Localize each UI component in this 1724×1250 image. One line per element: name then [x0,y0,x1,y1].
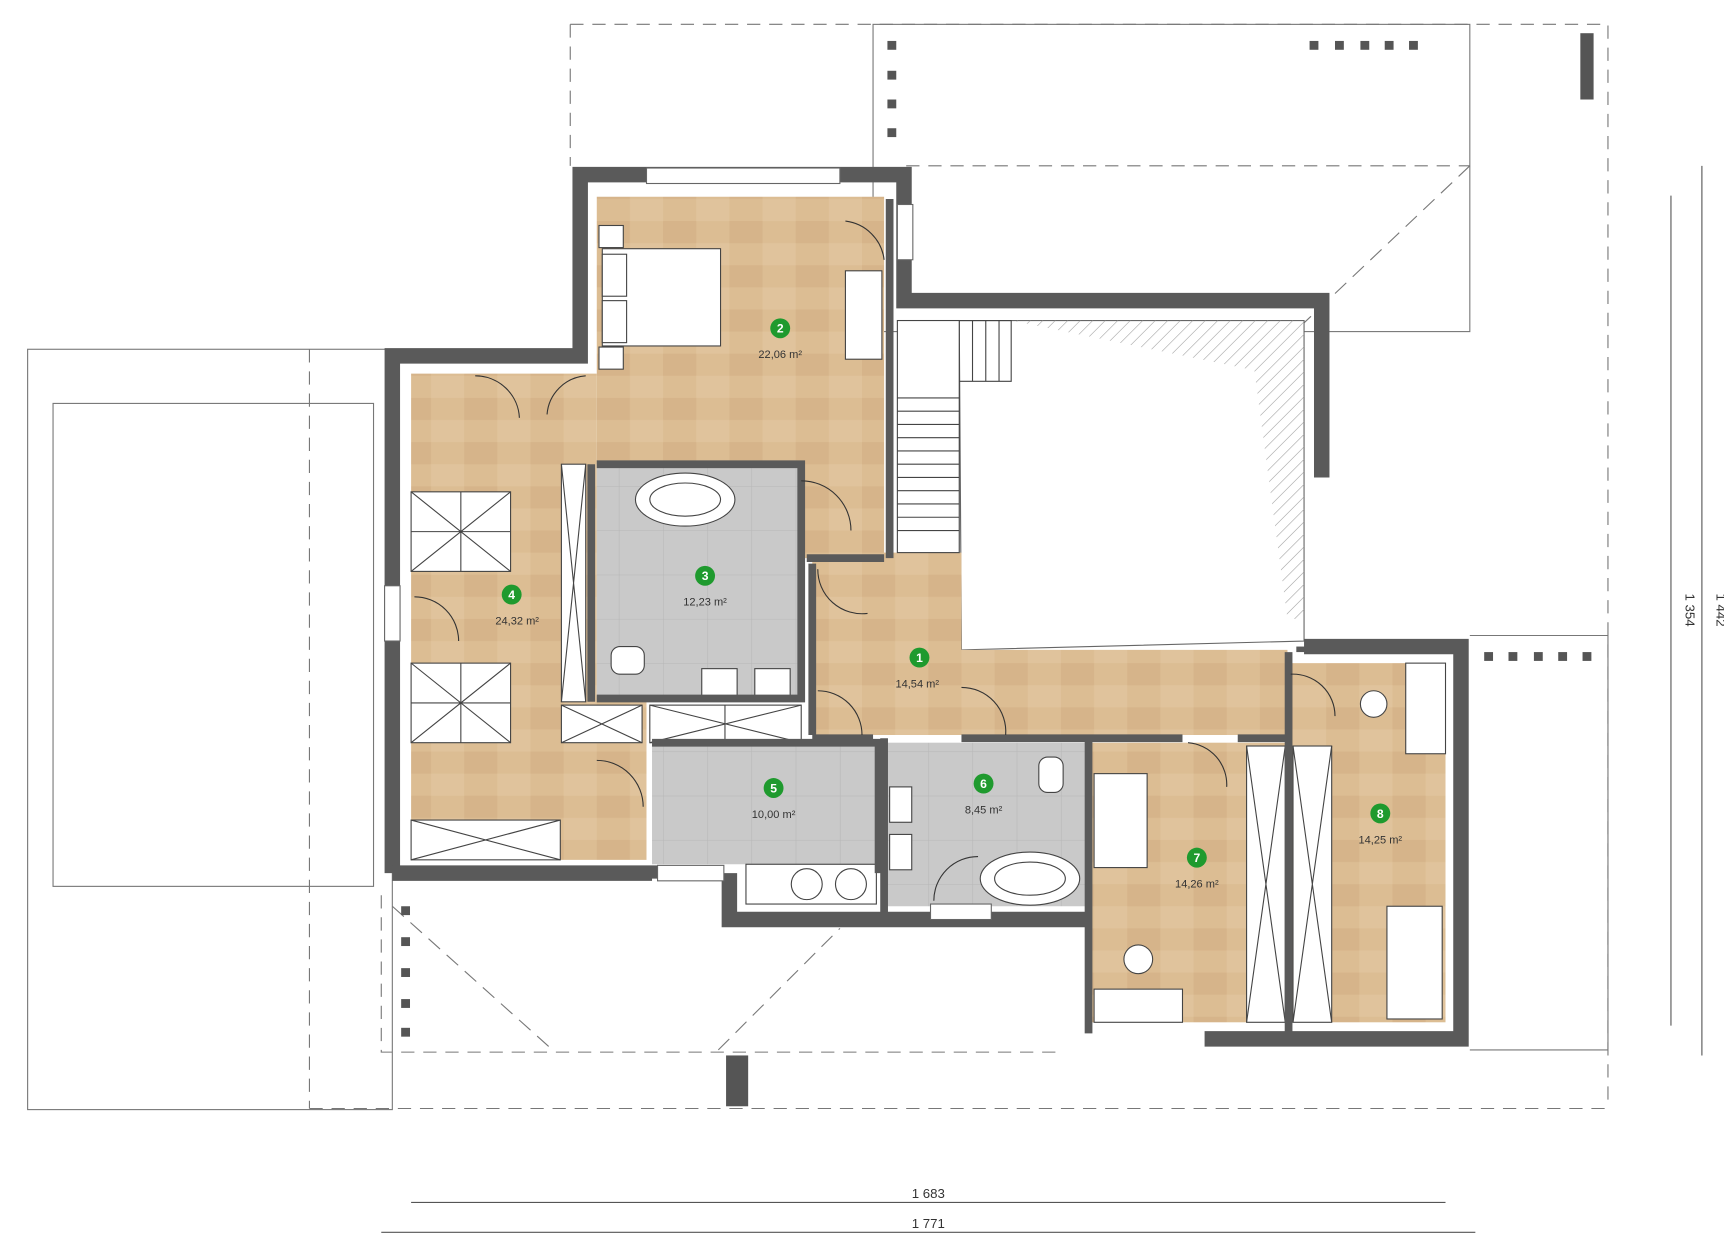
svg-text:1: 1 [916,651,923,665]
svg-text:14,26 m²: 14,26 m² [1175,878,1219,890]
svg-text:4: 4 [508,588,515,602]
svg-text:6: 6 [980,777,987,791]
room-1: 1 14,54 m² [895,647,939,690]
room-6: 6 8,45 m² [965,773,1003,816]
svg-text:8: 8 [1377,807,1384,821]
svg-text:22,06 m²: 22,06 m² [758,349,802,361]
dimension-inner-height: 1 354 [1682,593,1697,626]
svg-text:14,25 m²: 14,25 m² [1359,834,1403,846]
room-2: 2 22,06 m² [758,318,802,361]
void-hatch [1011,320,1305,619]
dimension-outer-width: 1 771 [912,1216,945,1231]
room-3: 3 12,23 m² [683,565,727,609]
svg-text:8,45 m²: 8,45 m² [965,804,1003,816]
svg-text:3: 3 [702,569,709,583]
svg-text:2: 2 [777,322,784,336]
svg-text:7: 7 [1193,851,1200,865]
dimension-outer-height: 1 442 [1713,593,1724,626]
dimension-inner-width: 1 683 [912,1186,945,1201]
dimension-lines [381,165,1703,1233]
svg-text:14,54 m²: 14,54 m² [895,678,939,690]
staircase [896,319,1012,554]
svg-text:5: 5 [770,781,777,795]
doors [414,220,1336,901]
room-7: 7 14,26 m² [1175,847,1219,890]
svg-text:24,32 m²: 24,32 m² [495,615,539,627]
svg-text:12,23 m²: 12,23 m² [683,597,727,609]
inner-walls [587,198,1293,1039]
windows [384,167,992,921]
svg-text:10,00 m²: 10,00 m² [752,809,796,821]
roof-columns [401,33,1594,1107]
room-5: 5 10,00 m² [752,778,796,821]
furniture [410,224,1447,1023]
room-8: 8 14,25 m² [1359,803,1403,846]
room-4: 4 24,32 m² [495,584,539,627]
